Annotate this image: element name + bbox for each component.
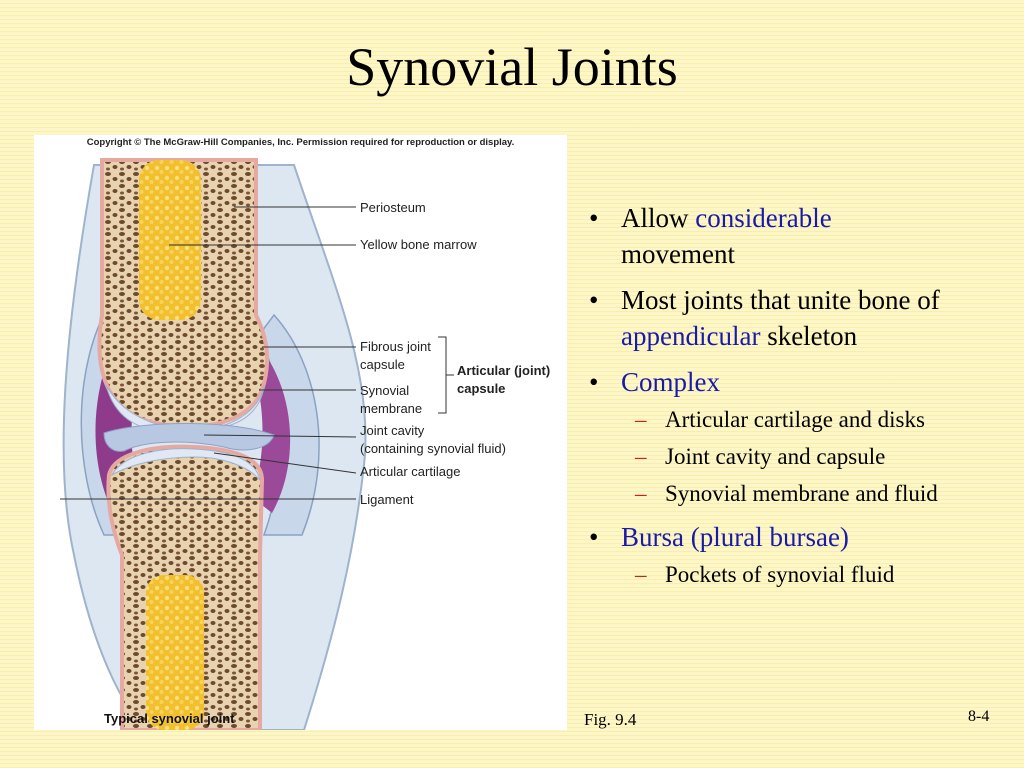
- highlight-term: appendicular: [621, 321, 761, 351]
- label-ligament: Ligament: [360, 492, 414, 507]
- label-articular-capsule-1: Articular (joint): [457, 363, 551, 378]
- sub-list: Articular cartilage and disks Joint cavi…: [621, 404, 1005, 509]
- sub-list: Pockets of synovial fluid: [621, 559, 1005, 590]
- label-fibrous-capsule-1: Fibrous joint: [360, 339, 431, 354]
- highlight-term: Bursa (plural bursae): [621, 522, 849, 552]
- bullet-item: Allow considerable movement: [585, 200, 1005, 272]
- sub-item: Pockets of synovial fluid: [621, 559, 1005, 590]
- label-synovial-membrane-2: membrane: [360, 401, 423, 416]
- label-yellow-bone-marrow: Yellow bone marrow: [360, 237, 477, 252]
- figure-caption: Typical synovial joint: [104, 711, 235, 726]
- figure-reference: Fig. 9.4: [584, 710, 637, 729]
- label-articular-cartilage: Articular cartilage: [360, 464, 461, 479]
- copyright-notice: Copyright © The McGraw-Hill Companies, I…: [86, 137, 515, 148]
- upper-marrow: [139, 160, 201, 320]
- sub-item: Articular cartilage and disks: [621, 404, 1005, 435]
- leader-lines: [60, 206, 357, 500]
- bullet-item: Most joints that unite bone of appendicu…: [585, 282, 1005, 354]
- bullet-item: Bursa (plural bursae) Pockets of synovia…: [585, 519, 1005, 590]
- label-joint-cavity-1: Joint cavity: [360, 423, 425, 438]
- page-number: 8-4: [968, 708, 990, 725]
- synovial-joint-figure: Copyright © The McGraw-Hill Companies, I…: [34, 135, 567, 730]
- label-fibrous-capsule-2: capsule: [360, 357, 405, 372]
- highlight-term: Complex: [621, 367, 720, 397]
- lower-marrow: [146, 575, 204, 730]
- highlight-term: considerable: [695, 203, 832, 233]
- label-synovial-membrane-1: Synovial: [360, 383, 410, 398]
- joint-cavity-shape: [103, 423, 275, 452]
- joint-illustration: [60, 158, 454, 730]
- label-periosteum: Periosteum: [360, 200, 426, 215]
- label-articular-capsule-2: capsule: [457, 381, 506, 396]
- slide-title: Synovial Joints: [346, 37, 678, 97]
- bullet-list: Allow considerable movement Most joints …: [585, 200, 1005, 600]
- label-joint-cavity-2: (containing synovial fluid): [360, 441, 506, 456]
- bullet-item: Complex Articular cartilage and disks Jo…: [585, 364, 1005, 509]
- sub-item: Synovial membrane and fluid: [621, 478, 1005, 509]
- sub-item: Joint cavity and capsule: [621, 441, 1005, 472]
